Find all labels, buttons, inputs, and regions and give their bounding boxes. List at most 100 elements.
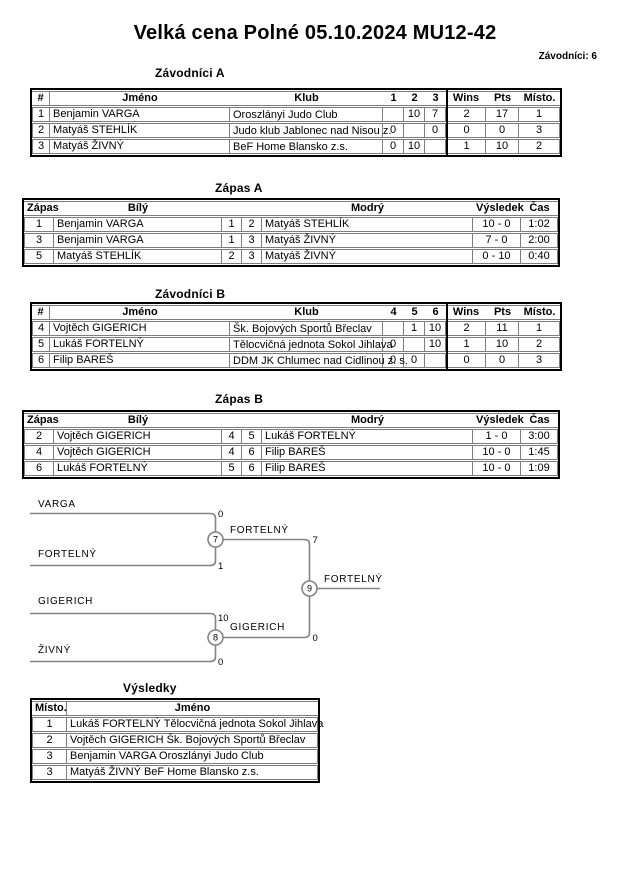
result-place: 3 — [32, 749, 67, 764]
pool-a-heading: Závodníci A — [155, 66, 225, 80]
bracket-entrant-gigerich: GIGERICH — [38, 596, 93, 607]
place-cell: 1 — [519, 321, 560, 336]
result-name: Lukáš FORTELNÝ Tělocvičná jednota Sokol … — [67, 717, 323, 732]
score-cell: 0 — [383, 337, 404, 352]
bracket-diagram: VARGA FORTELNÝ GIGERICH ŽIVNÝ 0 1 10 0 F… — [30, 499, 382, 668]
result: 10 - 0 — [473, 461, 521, 476]
wins-cell: 2 — [446, 107, 486, 122]
col-pts: Pts — [486, 305, 519, 320]
results-header-row: Místo. Jméno — [32, 701, 318, 716]
competitor-name: Vojtěch GIGERICH — [50, 321, 230, 336]
col-wnum — [222, 413, 242, 428]
wins-cell: 2 — [446, 321, 486, 336]
match-circle-7 — [207, 531, 224, 548]
competitor-name: Filip BAREŠ — [50, 353, 230, 368]
table-row: 1 Lukáš FORTELNÝ Tělocvičná jednota Soko… — [32, 717, 323, 732]
table-row: 5 Lukáš FORTELNÝ Tělocvičná jednota Soko… — [32, 337, 560, 352]
wins-cell: 1 — [446, 337, 486, 352]
col-wins: Wins — [446, 91, 486, 106]
col-num: # — [32, 91, 50, 106]
blue-name: Filip BAREŠ — [262, 445, 473, 460]
bracket-entrant-varga: VARGA — [38, 499, 76, 510]
col-white: Bílý — [54, 413, 222, 428]
results-heading: Výsledky — [123, 681, 177, 695]
white-name: Matyáš STEHLÍK — [54, 249, 222, 264]
pool-b-heading: Závodníci B — [155, 287, 226, 301]
table-row: 3 Benjamin VARGA 1 3 Matyáš ŽIVNÝ 7 - 0 … — [24, 233, 558, 248]
pool-a-header-row: # Jméno Klub 1 2 3 Wins Pts Místo. — [32, 91, 560, 106]
wins-cell: 1 — [446, 139, 486, 154]
col-blue: Modrý — [262, 201, 473, 216]
time: 1:09 — [521, 461, 558, 476]
white-num: 1 — [222, 217, 242, 232]
semi2-bottom-score: 0 — [218, 657, 223, 668]
pts-cell: 17 — [486, 107, 519, 122]
semi1-bottom-score: 1 — [218, 561, 223, 572]
time: 3:00 — [521, 429, 558, 444]
match-circle-9 — [301, 580, 318, 597]
bracket-semi1-winner-line — [223, 538, 311, 581]
col-time: Čas — [521, 413, 558, 428]
score-cell: 1 — [404, 321, 425, 336]
competitor-name: Lukáš FORTELNÝ — [50, 337, 230, 352]
result-place: 1 — [32, 717, 67, 732]
blue-name: Filip BAREŠ — [262, 461, 473, 476]
semi1-winner-label: FORTELNÝ — [230, 523, 289, 536]
score-cell: 10 — [425, 321, 446, 336]
competitor-club: BeF Home Blansko z.s. — [230, 139, 383, 154]
competitor-club: Oroszlányi Judo Club — [230, 107, 383, 122]
score-cell: 0 — [383, 353, 404, 368]
competitors-count: Závodníci: 6 — [538, 51, 597, 62]
col-name: Jméno — [50, 305, 230, 320]
competitor-club: Judo klub Jablonec nad Nisou z. — [230, 123, 391, 138]
competitor-name: Matyáš ŽIVNÝ — [50, 139, 230, 154]
match-number: 1 — [24, 217, 54, 232]
blue-num: 3 — [242, 233, 262, 248]
matches-a-table: Zápas Bílý Modrý Výsledek Čas 1 Benjamin… — [22, 198, 560, 267]
match-number: 4 — [24, 445, 54, 460]
match-number: 2 — [24, 429, 54, 444]
table-row: 2 Vojtěch GIGERICH 4 5 Lukáš FORTELNÝ 1 … — [24, 429, 558, 444]
bracket-entrant-zivny: ŽIVNÝ — [38, 643, 71, 656]
result: 10 - 0 — [473, 217, 521, 232]
score-cell — [404, 337, 425, 352]
score-cell: 0 — [425, 123, 446, 138]
white-name: Benjamin VARGA — [54, 233, 222, 248]
table-row: 6 Lukáš FORTELNÝ 5 6 Filip BAREŠ 10 - 0 … — [24, 461, 558, 476]
table-row: 5 Matyáš STEHLÍK 2 3 Matyáš ŽIVNÝ 0 - 10… — [24, 249, 558, 264]
table-row: 4 Vojtěch GIGERICH 4 6 Filip BAREŠ 10 - … — [24, 445, 558, 460]
club-text: Oroszlányi Judo Club — [233, 109, 338, 121]
score-cell: 0 — [383, 123, 404, 138]
col-5: 5 — [404, 305, 425, 320]
score-cell: 0 — [383, 139, 404, 154]
table-row: 6 Filip BAREŠ DDM JK Chlumec nad Cidlino… — [32, 353, 560, 368]
semi2-winner-label: GIGERICH — [230, 622, 285, 633]
blue-name: Lukáš FORTELNÝ — [262, 429, 473, 444]
match-9-number: 9 — [307, 584, 312, 594]
result: 0 - 10 — [473, 249, 521, 264]
blue-num: 5 — [242, 429, 262, 444]
result-place: 3 — [32, 765, 67, 780]
col-name: Jméno — [50, 91, 230, 106]
page-title: Velká cena Polné 05.10.2024 MU12-42 — [133, 22, 497, 44]
matches-a-heading: Zápas A — [215, 181, 263, 195]
competitor-number: 5 — [32, 337, 50, 352]
match-number: 3 — [24, 233, 54, 248]
competitor-number: 3 — [32, 139, 50, 154]
score-cell — [425, 139, 446, 154]
pts-cell: 0 — [486, 353, 519, 368]
pool-b-table: # Jméno Klub 4 5 6 Wins Pts Místo. 4 Voj… — [30, 302, 562, 371]
score-cell — [425, 353, 446, 368]
match-number: 5 — [24, 249, 54, 264]
result-place: 2 — [32, 733, 67, 748]
score-cell — [404, 123, 425, 138]
col-num: # — [32, 305, 50, 320]
col-place: Místo. — [519, 305, 560, 320]
club-text: Tělocvičná jednota Sokol Jihlava — [233, 339, 393, 351]
club-text: Judo klub Jablonec nad Nisou z. — [233, 125, 392, 137]
bracket-semi2-winner-line — [223, 596, 311, 639]
col-wnum — [222, 201, 242, 216]
col-place: Místo. — [32, 701, 67, 716]
col-pts: Pts — [486, 91, 519, 106]
col-match: Zápas — [24, 413, 59, 428]
